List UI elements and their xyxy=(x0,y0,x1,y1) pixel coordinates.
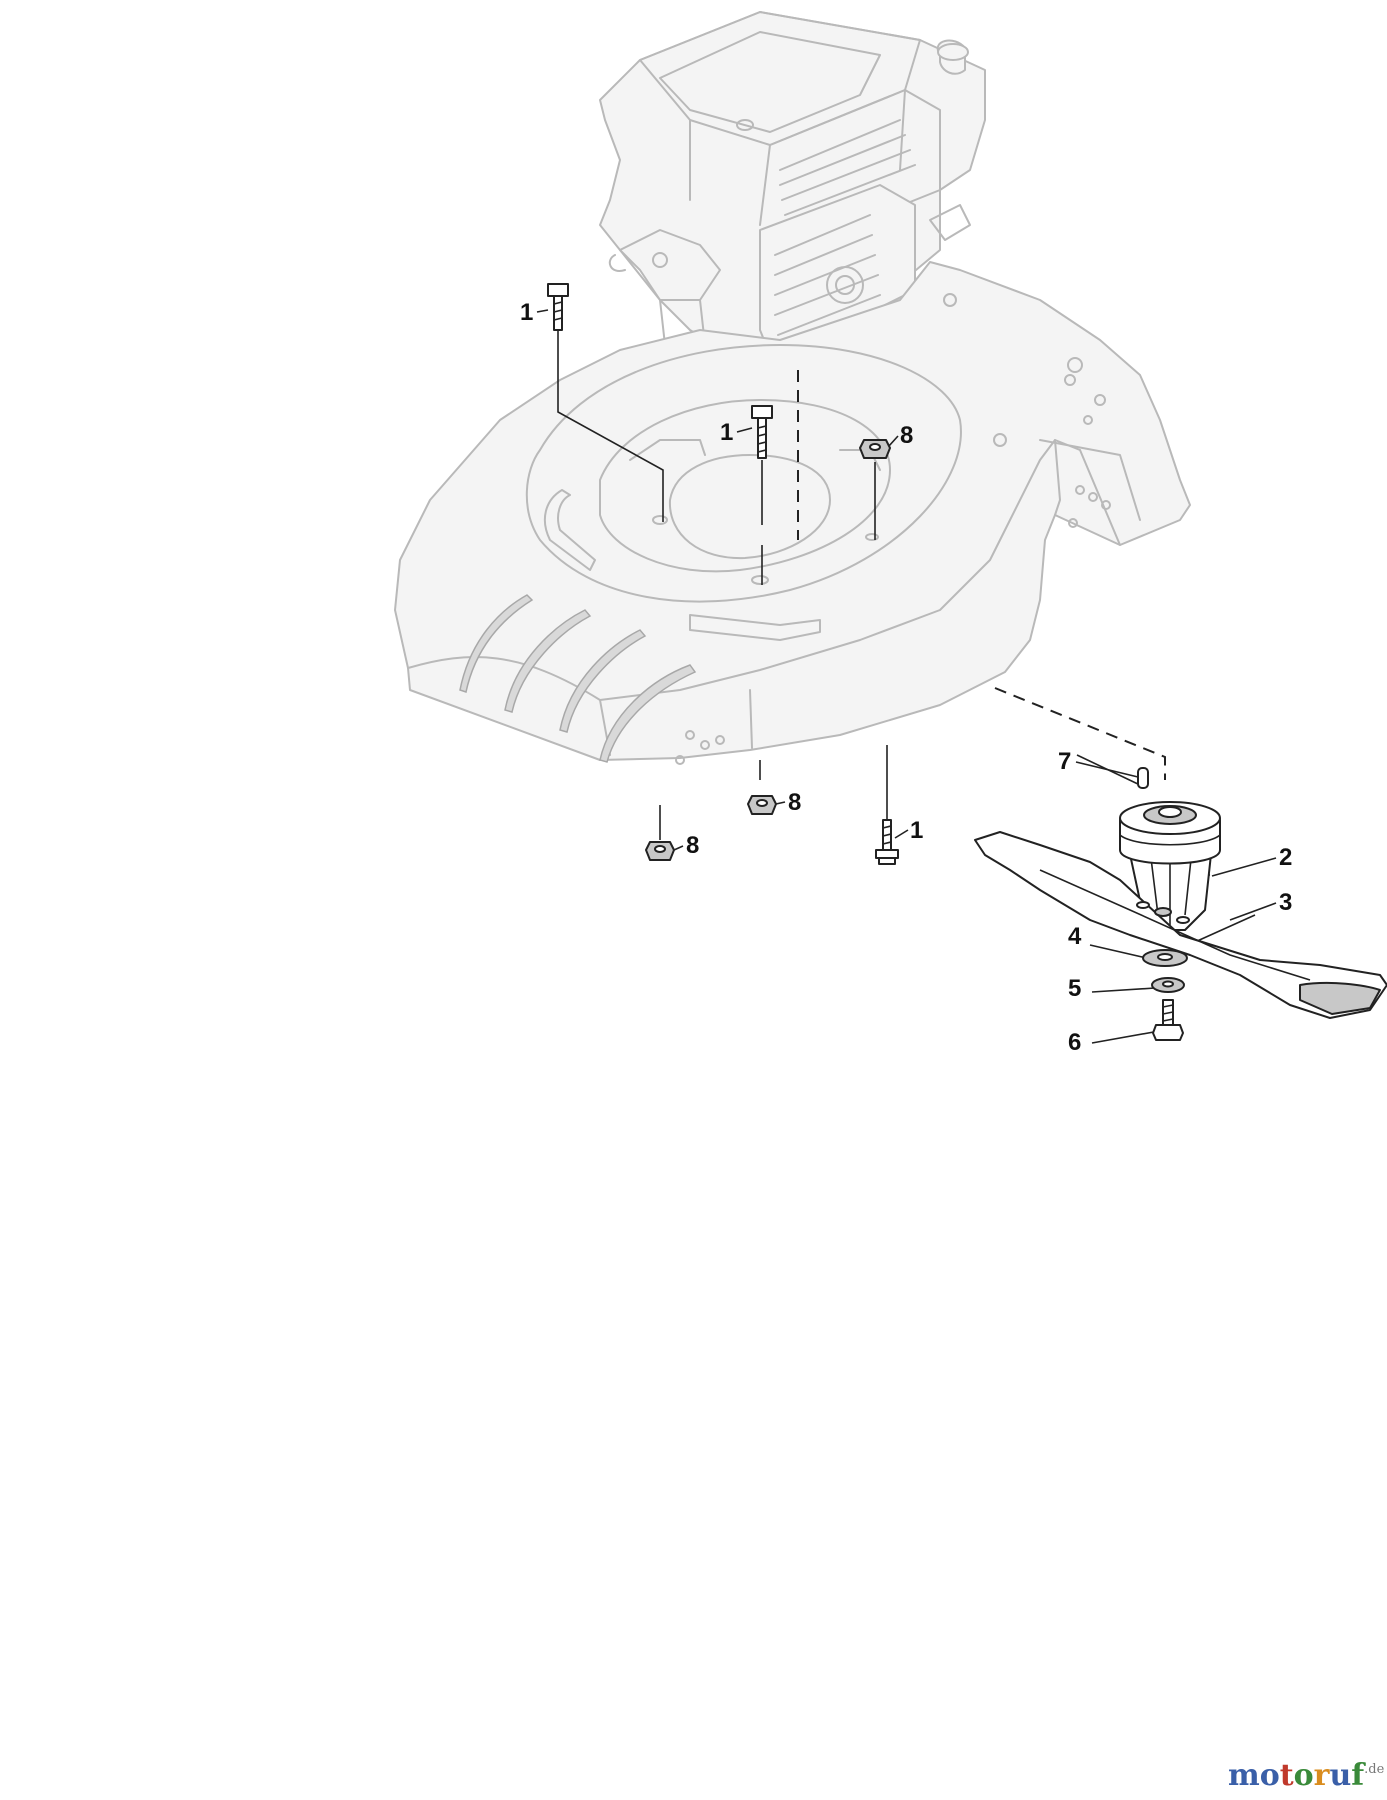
watermark-logo: motoruf.de xyxy=(1228,1758,1385,1793)
nut-icon xyxy=(747,795,777,815)
watermark-letter: m xyxy=(1228,1758,1260,1793)
lock-washer-icon xyxy=(1151,977,1185,993)
engine-illustration xyxy=(599,11,986,373)
nut-icon xyxy=(645,841,675,861)
svg-text:motoruf.de: motoruf.de xyxy=(1228,1758,1385,1793)
callout-3: 3 xyxy=(1279,889,1292,916)
callout-1: 1 xyxy=(520,299,533,326)
assembly-lines xyxy=(797,370,1166,780)
watermark-suffix: .de xyxy=(1364,1762,1384,1777)
callout-8: 8 xyxy=(686,832,699,859)
callout-1: 1 xyxy=(720,419,733,446)
callout-8: 8 xyxy=(788,789,801,816)
washer-icon xyxy=(1142,949,1188,967)
callout-5: 5 xyxy=(1068,975,1081,1002)
callout-labels: 1 1 8 7 8 8 1 2 3 4 5 6 xyxy=(520,299,1292,1056)
callout-4: 4 xyxy=(1068,923,1082,950)
watermark-letter: u xyxy=(1329,1758,1351,1793)
callout-8: 8 xyxy=(900,422,913,449)
nut-icon xyxy=(859,439,891,459)
callout-1: 1 xyxy=(910,817,923,844)
parts xyxy=(547,283,1387,1041)
key-icon xyxy=(1137,767,1149,789)
bolt-icon xyxy=(751,405,773,459)
callout-leaders xyxy=(536,309,1277,921)
callout-2: 2 xyxy=(1279,844,1292,871)
callout-7: 7 xyxy=(1058,748,1071,775)
watermark-letter: o xyxy=(1294,1758,1314,1793)
bolt-icon xyxy=(547,283,569,331)
watermark-letter: t xyxy=(1280,1758,1294,1793)
callout-6: 6 xyxy=(1068,1029,1081,1056)
bolt-icon xyxy=(1152,999,1184,1041)
mower-deck-illustration xyxy=(394,261,1191,765)
watermark-letter: r xyxy=(1314,1758,1331,1793)
watermark-letter: f xyxy=(1351,1758,1366,1793)
bolt-icon xyxy=(875,819,899,865)
blade-axis-line xyxy=(994,687,1166,780)
watermark-letter: o xyxy=(1260,1758,1280,1793)
blade-icon xyxy=(974,831,1387,1019)
